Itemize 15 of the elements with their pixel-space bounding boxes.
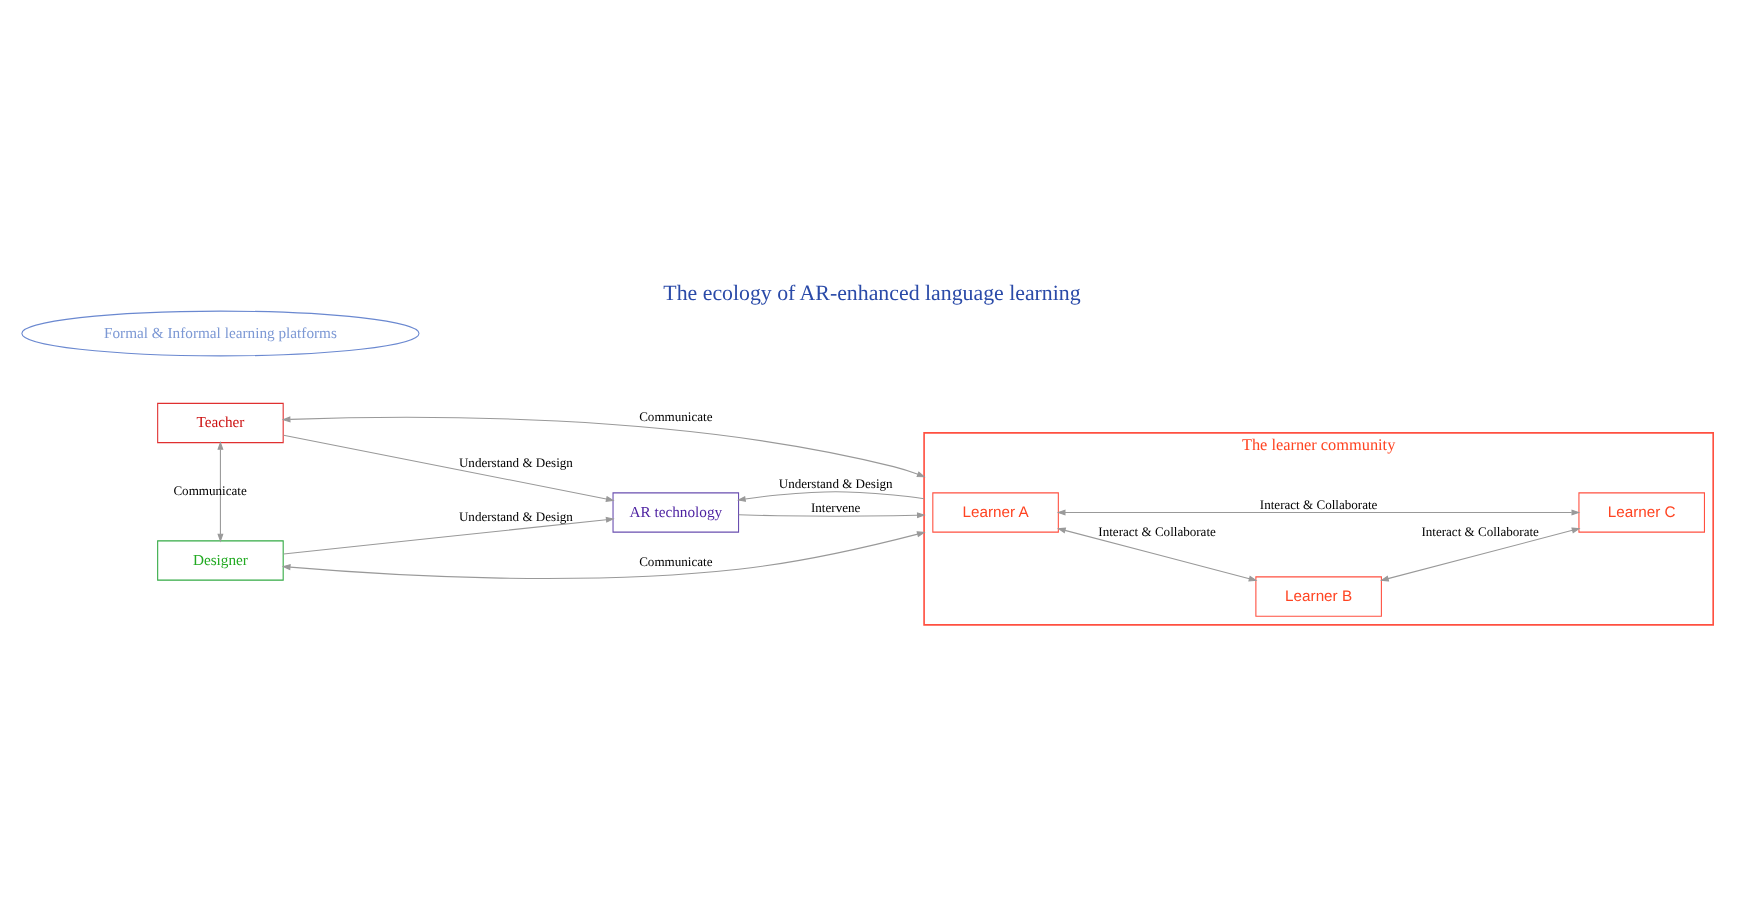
arrow bbox=[217, 440, 224, 542]
node-ellipse: Formal & Informal learning platforms bbox=[21, 309, 420, 356]
arrow bbox=[281, 530, 926, 578]
diagram-title: The ecology of AR-enhanced language learning bbox=[663, 281, 1081, 306]
arrow bbox=[1056, 526, 1258, 581]
arrow bbox=[738, 511, 926, 518]
node-box: Teacher bbox=[157, 401, 284, 443]
node-box: AR technology bbox=[612, 491, 740, 532]
arrow bbox=[1380, 526, 1581, 581]
arrow bbox=[736, 490, 925, 501]
arrow bbox=[283, 515, 615, 554]
arrow bbox=[281, 415, 926, 477]
arrow bbox=[1056, 508, 1581, 515]
node-box: Designer bbox=[157, 539, 284, 580]
arrow bbox=[283, 433, 615, 501]
